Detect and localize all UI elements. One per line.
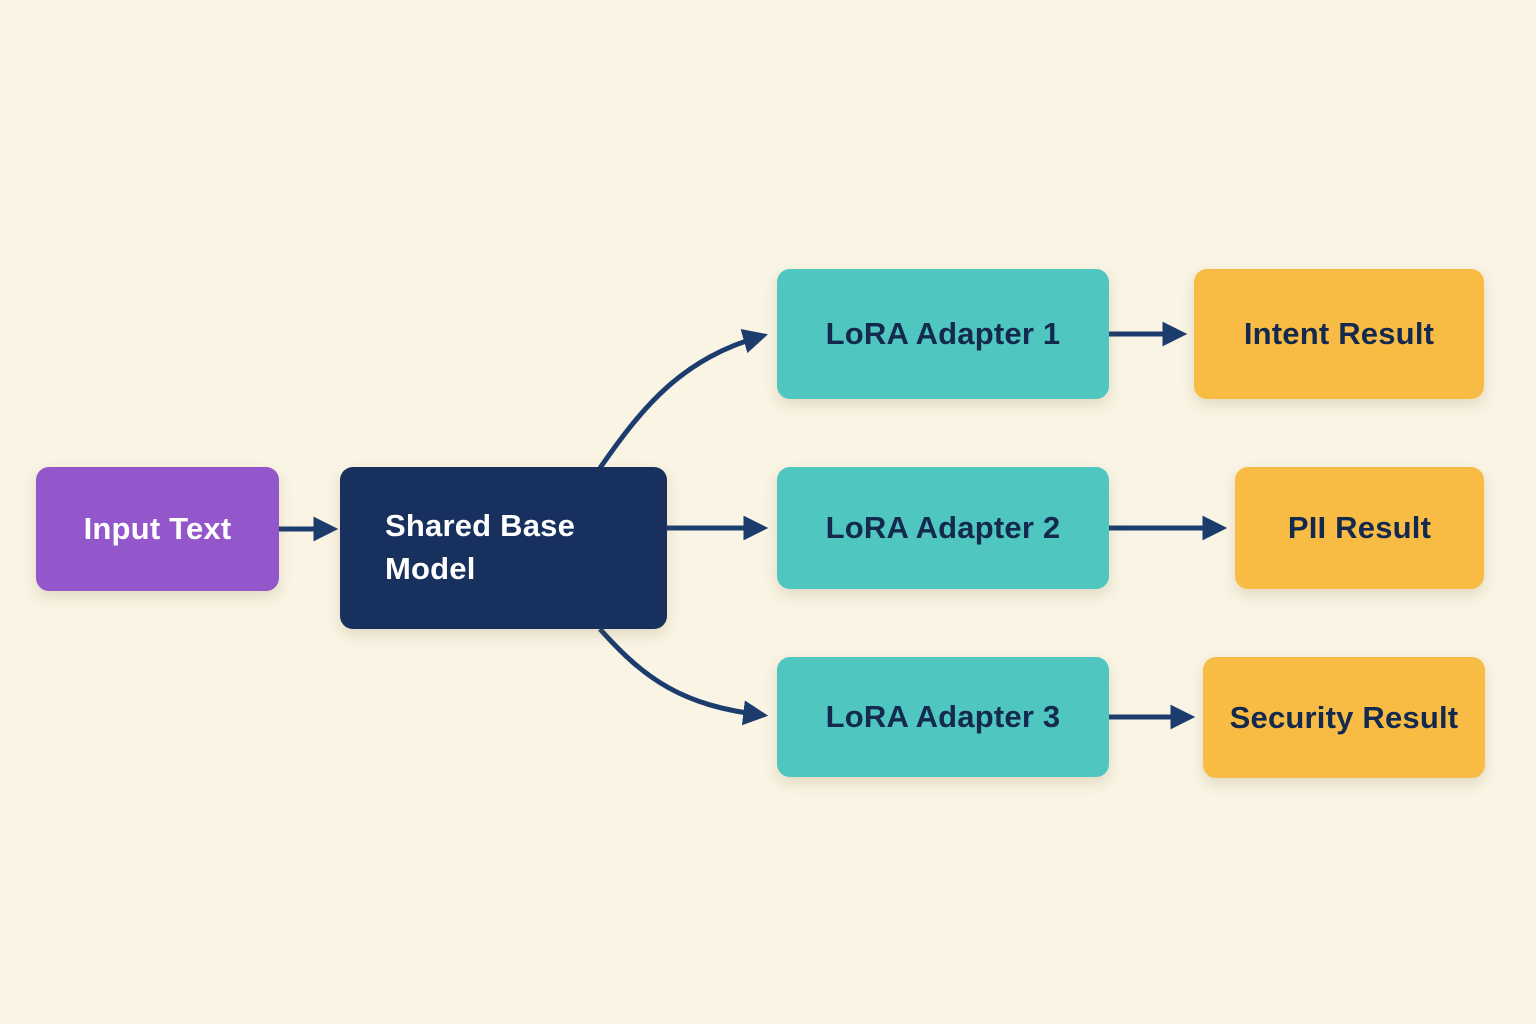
node-security-result: Security Result — [1203, 657, 1485, 778]
node-lora-adapter-2: LoRA Adapter 2 — [777, 467, 1109, 589]
edge-base-to-adapter3 — [598, 627, 769, 726]
node-intent-result: Intent Result — [1194, 269, 1484, 399]
node-intent-result-label: Intent Result — [1243, 316, 1435, 351]
node-shared-base-model: Shared Base Model — [340, 467, 667, 629]
node-lora-adapter-3: LoRA Adapter 3 — [777, 657, 1109, 777]
edge-base-to-adapter1 — [597, 329, 769, 470]
node-lora-adapter-2-label: LoRA Adapter 2 — [825, 510, 1061, 545]
node-pii-result: PII Result — [1235, 467, 1484, 589]
node-pii-result-label: PII Result — [1287, 510, 1432, 545]
node-lora-adapter-1: LoRA Adapter 1 — [777, 269, 1109, 399]
node-shared-base-model-label: Shared Base Model — [385, 508, 576, 586]
node-input-text: Input Text — [36, 467, 279, 591]
node-lora-adapter-3-label: LoRA Adapter 3 — [825, 699, 1061, 734]
node-security-result-label: Security Result — [1229, 699, 1459, 735]
node-lora-adapter-1-label: LoRA Adapter 1 — [825, 316, 1061, 351]
node-input-text-label: Input Text — [83, 511, 232, 546]
